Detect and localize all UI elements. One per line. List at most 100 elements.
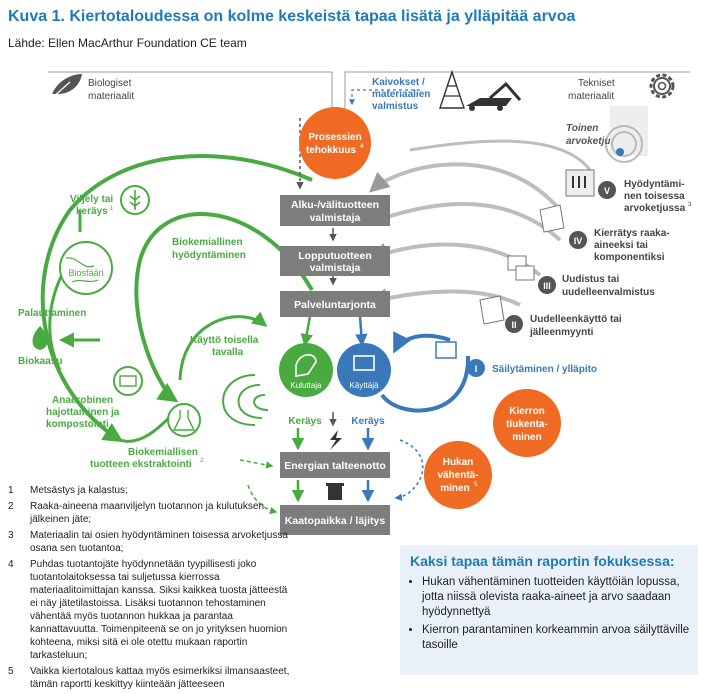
v-text-1: Hyödyntämi-	[624, 179, 685, 190]
footnote-number: 4	[8, 559, 14, 570]
level-iii-label: III	[543, 281, 551, 291]
box-alku-label-2: valmistaja	[310, 212, 361, 224]
mining-icon	[439, 69, 522, 111]
kuluttaja-label: Kuluttaja	[290, 381, 322, 390]
viljely-text-1: Viljely tai	[70, 194, 113, 205]
footnote-number: 5	[8, 666, 14, 677]
green-inner-swirls	[222, 374, 269, 426]
extrakt-text-1: Biokemiallisen	[128, 447, 198, 458]
box-alku-label-1: Alku-/välituotteen	[291, 199, 379, 211]
iii-text-1: Uudistus tai	[562, 274, 619, 285]
blue-cycle-arrows	[380, 331, 471, 413]
biological-heading-1: Biologiset	[88, 78, 132, 89]
anaerobinen-text-3: kompostointi	[46, 419, 109, 430]
box-alku: Alku-/välituotteen valmistaja	[280, 195, 390, 226]
green-down-arrows	[291, 315, 313, 503]
focus-list: Hukan vähentäminen tuotteiden käyttöiän …	[400, 575, 698, 653]
footnote-text: Materiaalin tai osien hyödyntäminen tois…	[30, 530, 288, 554]
footnote-text: Metsästys ja kalastus;	[30, 485, 128, 496]
extrakt-text-2: tuotteen ekstraktointi	[90, 459, 192, 470]
box-energia: Energian talteenotto	[280, 452, 390, 478]
footnote-number: 3	[8, 530, 14, 541]
kierron-text-1: Kierron	[509, 406, 545, 417]
box-palvelu-label: Palveluntarjonta	[294, 299, 376, 311]
focus-item: Hukan vähentäminen tuotteiden käyttöiän …	[422, 575, 698, 620]
footnote-2: 2 Raaka-aineena maanviljelyn tuotannon j…	[8, 500, 293, 526]
v-text-3: arvoketjussa	[624, 203, 686, 214]
v-sup: 3	[688, 202, 692, 208]
kerays-left: Keräys	[288, 416, 322, 427]
box-loppu-label-2: valmistaja	[310, 262, 361, 274]
leaf-icon	[51, 74, 82, 99]
kaytto-text-1: Käyttö toisella	[190, 335, 259, 346]
kerays-right: Keräys	[351, 416, 385, 427]
source-line: Lähde: Ellen MacArthur Foundation CE tea…	[8, 36, 247, 50]
ii-text-1: Uudelleenkäyttö tai	[530, 314, 622, 325]
level-i-label: I	[475, 364, 478, 374]
footnote-text: Raaka-aineena maanviljelyn tuotannon ja …	[30, 501, 265, 525]
footnote-number: 2	[8, 501, 14, 512]
footnote-1: 1 Metsästys ja kalastus;	[8, 484, 293, 497]
hukan-text-2: vähentä-	[437, 470, 478, 481]
consumer-circle	[279, 343, 333, 397]
prosessi-text-2: tehokkuus	[306, 145, 356, 156]
kayttaja-label: Käyttäjä	[350, 381, 379, 390]
level-v-label: V	[604, 186, 610, 196]
footnote-number: 1	[8, 485, 14, 496]
kierron-text-3: minen	[512, 432, 541, 443]
footnote-4: 4 Puhdas tuotantojäte hyödynnetään tyypi…	[8, 558, 293, 662]
blue-dashed-arrow	[394, 439, 424, 501]
consumer-icon	[295, 354, 317, 377]
toinen-text-2: arvoketju	[566, 136, 610, 147]
page-title: Kuva 1. Kiertotaloudessa on kolme keskei…	[8, 8, 576, 25]
v-text-2: nen toisessa	[624, 191, 685, 202]
trash-icon	[326, 483, 344, 500]
hukan-sup: 5	[474, 482, 478, 488]
anaerobinen-text-2: hajottaminen ja	[46, 407, 120, 418]
level-ii-label: II	[511, 320, 516, 330]
lightning-icon	[330, 430, 342, 450]
box-kaatopaikka: Kaatopaikka / läjitys	[280, 505, 390, 535]
iv-text-3: komponentiksi	[594, 252, 665, 263]
biosfaari-text: Biosfääri	[68, 268, 103, 278]
box-loppu-label-1: Lopputuotteen	[298, 250, 371, 262]
box-palvelu: Palveluntarjonta	[280, 291, 390, 317]
compost-icon	[113, 366, 143, 396]
toinen-text-1: Toinen	[566, 123, 598, 134]
footnote-text: Puhdas tuotantojäte hyödynnetään tyypill…	[30, 559, 288, 661]
box-loppu: Lopputuotteen valmistaja	[280, 246, 390, 276]
extrakt-sup: 2	[200, 458, 204, 464]
ii-text-2: jälleenmyynti	[529, 327, 594, 338]
technical-heading-2: materiaalit	[568, 91, 614, 102]
iii-text-2: uudelleenvalmistus	[562, 287, 655, 298]
level-ii-badge: II	[505, 315, 523, 333]
parts-icon	[507, 255, 535, 281]
level-iii-badge: III	[538, 276, 556, 294]
iv-text-2: aineeksi tai	[594, 240, 648, 251]
technical-heading-1: Tekniset	[578, 78, 615, 89]
second-value-chain-icon	[605, 106, 648, 163]
level-i-badge: I	[467, 359, 485, 377]
hukan-text-1: Hukan	[443, 457, 474, 468]
level-iv-label: IV	[574, 236, 583, 246]
biogas-icon	[32, 326, 48, 350]
i-text: Säilytäminen / ylläpito	[492, 364, 597, 375]
palauttaminen-text: Palauttaminen	[18, 308, 86, 319]
kierron-text-2: tiukenta-	[506, 419, 548, 430]
footnotes: 1 Metsästys ja kalastus; 2 Raaka-aineena…	[8, 484, 293, 694]
level-iv-badge: IV	[569, 231, 587, 249]
focus-box: Kaksi tapaa tämän raportin fokuksessa: H…	[400, 545, 698, 675]
flask-icon	[167, 403, 201, 437]
footnote-5: 5 Vaikka kiertotalous kattaa myös esimer…	[8, 665, 293, 691]
anaerobinen-text-1: Anaerobinen	[52, 395, 113, 406]
box-icon	[479, 295, 505, 325]
kaivokset-text-1: Kaivokset /	[372, 77, 425, 88]
prosessi-sup: 4	[360, 144, 364, 150]
kaivokset-text-3: valmistus	[372, 101, 419, 112]
box-kaatopaikka-label: Kaatopaikka / läjitys	[285, 515, 386, 527]
device-icon	[435, 341, 457, 359]
footnote-3: 3 Materiaalin tai osien hyödyntäminen to…	[8, 529, 293, 555]
focus-title: Kaksi tapaa tämän raportin fokuksessa:	[410, 553, 675, 569]
blue-down-arrows	[355, 315, 375, 503]
